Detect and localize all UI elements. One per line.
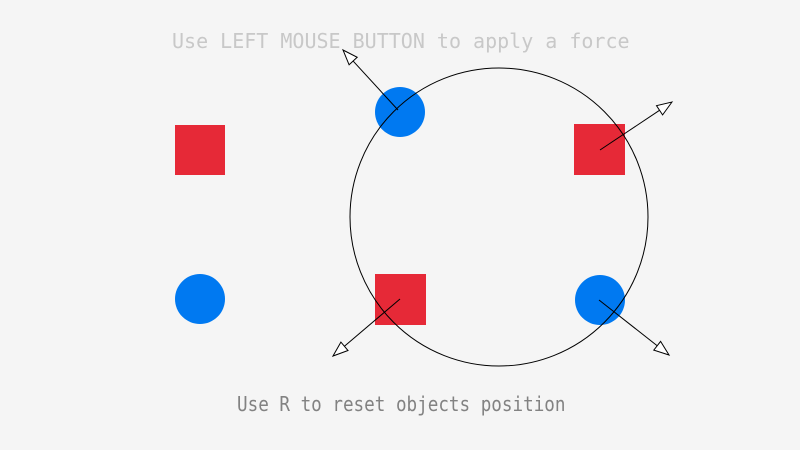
blue-ball-bottom-right[interactable]	[575, 275, 625, 325]
hint-apply-force: Use LEFT MOUSE BUTTON to apply a force	[172, 29, 630, 53]
red-box-top-right[interactable]	[574, 124, 625, 175]
force-arrow-bottom-left-head	[331, 341, 349, 357]
red-box-left[interactable]	[175, 125, 225, 175]
force-arrow-top-left-head	[342, 48, 359, 66]
blue-ball-top[interactable]	[375, 87, 425, 137]
hint-reset-position: Use R to reset objects position	[237, 392, 566, 416]
force-arrow-bottom-left-shaft	[344, 298, 401, 347]
force-arrow-top-left-shaft	[352, 60, 399, 111]
blue-ball-bottom-left[interactable]	[175, 274, 225, 324]
force-arrow-bottom-right-head	[652, 340, 671, 356]
force-arrow-top-right-head	[655, 101, 674, 116]
boundary-circle-outline	[349, 67, 649, 367]
red-box-center[interactable]	[375, 274, 426, 325]
force-arrow-top-right-shaft	[599, 109, 660, 151]
force-arrow-bottom-right-shaft	[598, 299, 658, 347]
